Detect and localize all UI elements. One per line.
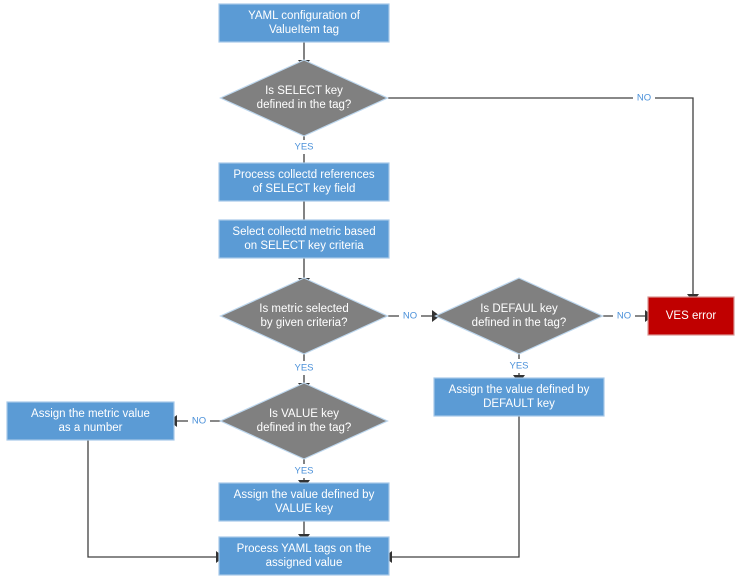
node-label-assign_value: VALUE key xyxy=(275,503,333,515)
process-shape-select_metric xyxy=(218,219,390,259)
process-shape-process_tags xyxy=(218,536,390,576)
process-shape-start xyxy=(218,3,390,43)
process-shape-ves_error xyxy=(647,296,735,336)
node-label-select_key: Is SELECT key xyxy=(265,85,343,97)
connector-label-bg-e-default-no xyxy=(613,309,635,323)
node-label-metric_selected: Is metric selected xyxy=(259,303,348,315)
node-value_key[interactable]: Is VALUE key defined in the tag? xyxy=(219,382,389,460)
process-shape-assign_number xyxy=(6,401,175,441)
node-metric_selected[interactable]: Is metric selected by given criteria? xyxy=(219,277,389,355)
node-process_tags[interactable]: Process YAML tags on the assigned value xyxy=(218,536,390,576)
connector-label-bg-e-value-yes xyxy=(293,464,315,478)
process-shape-process_refs xyxy=(218,162,390,202)
node-label-process_refs: of SELECT key field xyxy=(253,183,356,195)
process-shape-assign_value xyxy=(218,482,390,522)
node-label-value_key: Is VALUE key xyxy=(269,408,339,420)
node-label-process_tags: Process YAML tags on the xyxy=(237,543,372,555)
node-label-select_key: defined in the tag? xyxy=(257,99,352,111)
connector-e-assigndefault-bottom xyxy=(392,416,520,558)
node-label-assign_default: DEFAULT key xyxy=(483,398,555,410)
connector-label-bg-e-metric-yes xyxy=(293,361,315,375)
connector-e-select-no xyxy=(388,97,694,294)
node-label-metric_selected: by given criteria? xyxy=(261,317,348,329)
node-label-default_key: defined in the tag? xyxy=(472,317,567,329)
node-assign_value[interactable]: Assign the value defined by VALUE key xyxy=(218,482,390,522)
connector-labels-layer: YES NO NO YES NO YES NO YES xyxy=(188,91,655,478)
node-label-ves_error: VES error xyxy=(666,310,717,322)
node-start[interactable]: YAML configuration of ValueItem tag xyxy=(218,3,390,43)
node-label-value_key: defined in the tag? xyxy=(257,422,352,434)
process-shape-assign_default xyxy=(433,377,605,417)
node-select_metric[interactable]: Select collectd metric based on SELECT ke… xyxy=(218,219,390,259)
node-assign_default[interactable]: Assign the value defined by DEFAULT key xyxy=(433,377,605,417)
node-select_key[interactable]: Is SELECT key defined in the tag? xyxy=(219,59,389,137)
connector-label-e-select-yes: YES xyxy=(294,142,313,153)
connector-label-bg-e-default-yes xyxy=(508,359,530,373)
connector-label-e-value-no: NO xyxy=(192,416,206,427)
connector-label-e-default-no: NO xyxy=(617,311,631,322)
node-label-process_refs: Process collectd references xyxy=(233,169,375,181)
connector-e-assignnumber-bottom xyxy=(87,440,216,558)
decision-shape-value_key xyxy=(219,382,389,460)
connector-label-e-select-no: NO xyxy=(637,93,651,104)
node-default_key[interactable]: Is DEFAUL key defined in the tag? xyxy=(434,277,604,355)
node-process_refs[interactable]: Process collectd references of SELECT key… xyxy=(218,162,390,202)
node-label-start: YAML configuration of xyxy=(248,10,361,22)
decision-shape-metric_selected xyxy=(219,277,389,355)
node-label-assign_number: as a number xyxy=(59,422,123,434)
decision-shape-select_key xyxy=(219,59,389,137)
node-label-assign_default: Assign the value defined by xyxy=(449,384,590,396)
decision-shape-default_key xyxy=(434,277,604,355)
node-label-assign_number: Assign the metric value xyxy=(31,408,150,420)
node-label-start: ValueItem tag xyxy=(269,24,339,36)
node-assign_number[interactable]: Assign the metric value as a number xyxy=(6,401,175,441)
node-label-assign_value: Assign the value defined by xyxy=(234,489,375,501)
nodes-layer: YAML configuration of ValueItem tag Is SEL… xyxy=(6,3,735,576)
node-ves_error[interactable]: VES error xyxy=(647,296,735,336)
connector-label-e-metric-no: NO xyxy=(403,311,417,322)
connector-label-e-default-yes: YES xyxy=(509,361,528,372)
node-label-select_metric: on SELECT key criteria xyxy=(244,240,364,252)
connector-label-bg-e-select-yes xyxy=(293,140,315,154)
node-label-process_tags: assigned value xyxy=(266,557,343,569)
connector-label-bg-e-metric-no xyxy=(399,309,421,323)
connector-label-bg-e-select-no xyxy=(633,91,655,105)
node-label-select_metric: Select collectd metric based xyxy=(232,226,375,238)
connector-label-e-value-yes: YES xyxy=(294,466,313,477)
node-label-default_key: Is DEFAUL key xyxy=(480,303,558,315)
connector-label-e-metric-yes: YES xyxy=(294,363,313,374)
connector-label-bg-e-value-no xyxy=(188,414,210,428)
connectors-layer xyxy=(87,42,699,563)
